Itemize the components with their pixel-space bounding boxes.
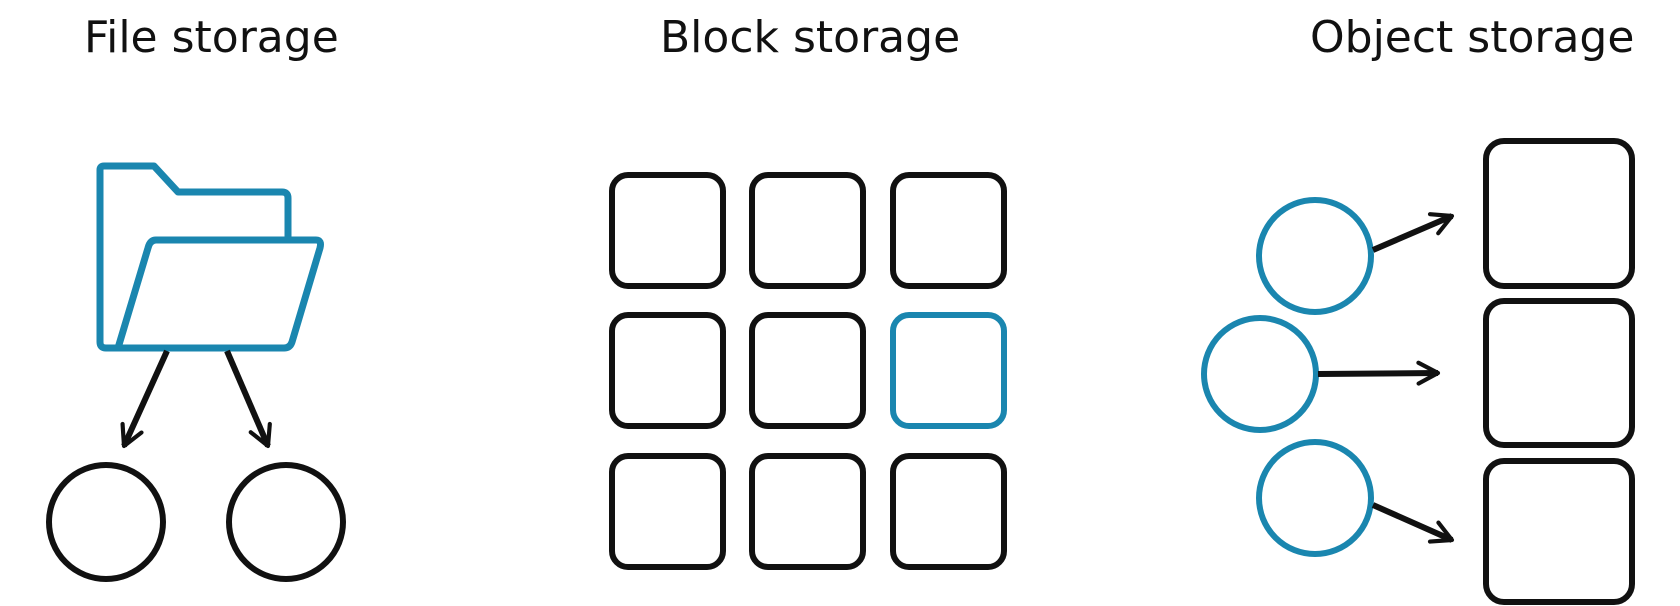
block-storage-title: Block storage	[660, 12, 961, 63]
block-cell	[609, 453, 726, 570]
block-cell	[749, 172, 866, 289]
object-block	[1483, 298, 1635, 448]
block-cell	[890, 453, 1007, 570]
object-arrow	[1371, 502, 1455, 544]
object-source-node	[1201, 315, 1319, 433]
folder-arrow-left	[120, 349, 170, 449]
object-block	[1483, 138, 1635, 289]
folder-arrow-right	[224, 349, 272, 449]
block-cell	[749, 312, 866, 429]
object-block	[1483, 458, 1635, 605]
block-cell-highlighted	[890, 312, 1007, 429]
object-source-node	[1256, 439, 1374, 557]
block-cell	[890, 172, 1007, 289]
file-storage-title: File storage	[84, 12, 339, 63]
block-cell	[749, 453, 866, 570]
object-source-node	[1256, 197, 1374, 315]
block-cell	[609, 312, 726, 429]
file-child-node	[46, 462, 166, 582]
file-storage-group	[46, 162, 346, 582]
folder-icon	[96, 162, 324, 352]
block-storage-group	[609, 172, 1007, 570]
object-storage-title: Object storage	[1310, 12, 1635, 63]
object-arrow	[1371, 212, 1455, 253]
block-cell	[609, 172, 726, 289]
file-child-node	[226, 462, 346, 582]
object-arrow	[1317, 360, 1441, 386]
object-storage-group	[1201, 138, 1635, 605]
